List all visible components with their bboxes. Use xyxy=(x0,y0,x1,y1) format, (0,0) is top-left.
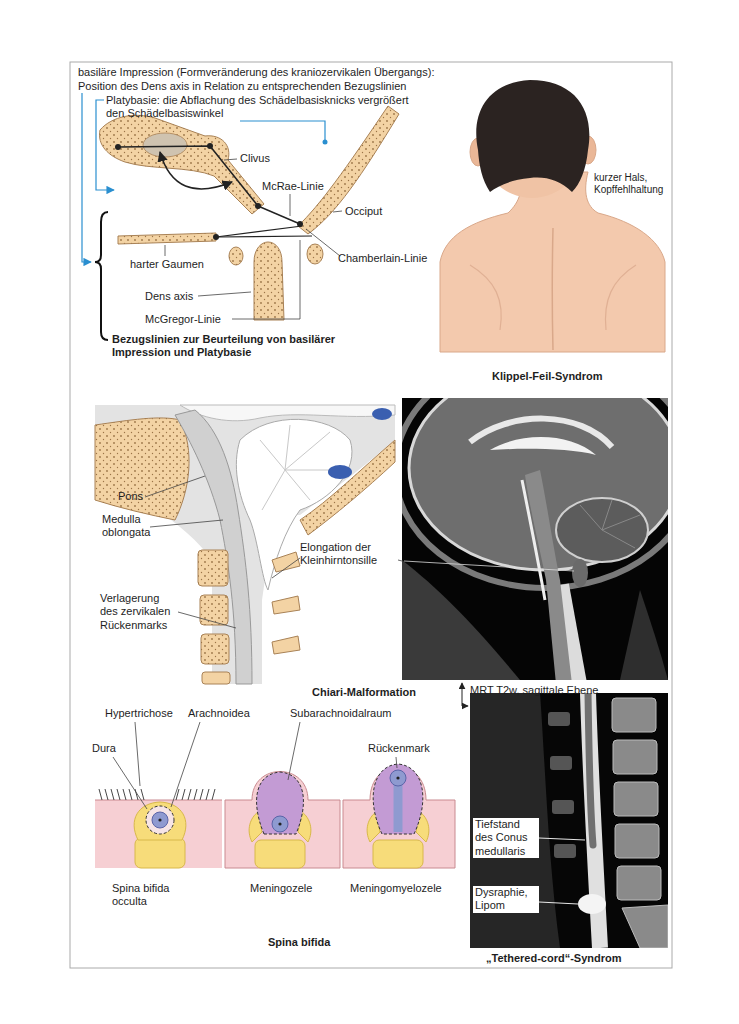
part-label: Pons xyxy=(118,490,143,503)
mri-brain xyxy=(402,398,668,680)
spina-bifida-sections xyxy=(95,722,455,868)
panel-caption: Klippel-Feil-Syndrom xyxy=(492,370,603,383)
part-label: Dens axis xyxy=(145,290,193,303)
note-text: Platybasie: die Abflachung des Schädelba… xyxy=(106,94,428,121)
back-figure xyxy=(440,80,665,352)
panel-caption: Bezugslinien zur Beurteilung von basilär… xyxy=(112,333,362,360)
chiari-drawing xyxy=(95,405,402,684)
panel-caption: Spina bifida xyxy=(268,936,330,949)
part-label: Subarachnoidalraum xyxy=(290,707,392,720)
part-label: Rückenmark xyxy=(368,742,430,755)
part-label: Medulla oblongata xyxy=(102,513,164,540)
line-label: McRae-Linie xyxy=(262,180,324,193)
part-label: Dura xyxy=(92,742,116,755)
panel-caption: „Tethered-cord“-Syndrom xyxy=(486,952,621,965)
panel-caption: Meningomyelozele xyxy=(350,882,442,895)
part-label: Occiput xyxy=(345,205,382,218)
part-label: harter Gaumen xyxy=(130,258,204,271)
line-label: McGregor-Linie xyxy=(145,313,221,326)
heading-text: Position des Dens axis in Relation zu en… xyxy=(78,80,406,93)
line-label: Chamberlain-Linie xyxy=(338,252,427,265)
part-label: Verlagerung des zervikalen Rückenmarks xyxy=(100,592,180,632)
note-text: MRT T2w, sagittale Ebene xyxy=(470,684,598,697)
note-text: kurzer Hals, Kopffehlhaltung xyxy=(594,172,670,196)
part-label: Clivus xyxy=(240,152,270,165)
mri-lumbar xyxy=(470,693,668,948)
heading-text: basiläre Impression (Formveränderung des… xyxy=(78,66,434,79)
frame xyxy=(70,62,672,968)
part-label: Elongation der Kleinhirntonsille xyxy=(300,541,398,568)
mri-pointer xyxy=(462,683,468,706)
part-label: Hypertrichose xyxy=(105,707,173,720)
panel-caption: Meningozele xyxy=(250,882,312,895)
panel-caption: Spina bifida occulta xyxy=(112,882,188,909)
panel-caption: Chiari-Malformation xyxy=(312,686,416,699)
skull-base xyxy=(82,93,399,340)
part-label: Tiefstand des Conus medullaris xyxy=(473,818,539,858)
part-label: Dysraphie, Lipom xyxy=(473,886,539,913)
part-label: Arachnoidea xyxy=(188,707,250,720)
